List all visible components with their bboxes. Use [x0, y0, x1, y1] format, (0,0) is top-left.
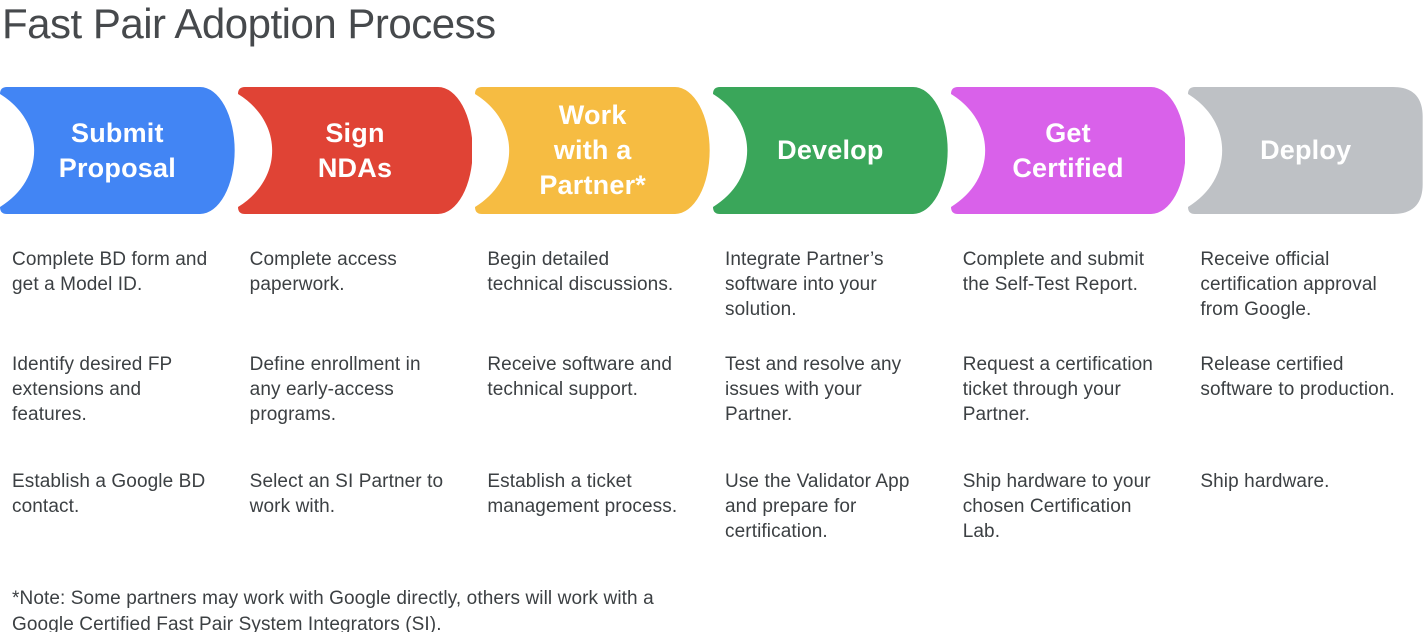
step-description: Request a certification ticket through y…	[962, 354, 1153, 425]
step-submit-proposal: Submit Proposal	[0, 87, 235, 214]
step-ribbon-shape	[475, 87, 711, 214]
descriptions-develop: Integrate Partner’s software into your s…	[713, 247, 948, 586]
step-ribbon-shape	[237, 87, 473, 214]
step-sign-ndas: Sign NDAs	[237, 87, 473, 214]
descriptions-sign-ndas: Complete access paperwork. Define enroll…	[238, 247, 473, 586]
descriptions-deploy: Receive official certification approval …	[1188, 247, 1423, 586]
step-label: Get Certified	[1012, 117, 1124, 183]
step-description: Receive software and technical support.	[487, 354, 673, 400]
footnote: *Note: Some partners may work with Googl…	[12, 588, 654, 632]
step-shape	[950, 87, 1186, 214]
step-ribbon-end-shape	[1188, 87, 1423, 214]
step-description: Ship hardware to your chosen Certificati…	[962, 471, 1151, 542]
step-shape	[1188, 87, 1423, 214]
step-ribbon-shape	[713, 87, 948, 214]
step-label: Sign NDAs	[317, 117, 393, 183]
descriptions-get-certified: Complete and submit the Self-Test Report…	[951, 247, 1186, 586]
step-description: Use the Validator App and prepare for ce…	[725, 471, 910, 542]
step-develop: Develop	[713, 87, 948, 214]
step-description: Complete access paperwork.	[249, 249, 397, 295]
step-label: Submit Proposal	[58, 117, 176, 183]
step-description: Complete BD form and get a Model ID.	[12, 249, 208, 295]
step-deploy: Deploy	[1188, 87, 1423, 214]
descriptions-work-with-partner: Begin detailed technical discussions. Re…	[475, 247, 710, 586]
step-label: Develop	[777, 135, 884, 165]
step-description: Test and resolve any issues with your Pa…	[725, 354, 902, 425]
step-description: Select an SI Partner to work with.	[249, 471, 444, 517]
step-shape	[713, 87, 948, 214]
step-description: Begin detailed technical discussions.	[487, 249, 674, 295]
page-title: Fast Pair Adoption Process	[2, 0, 496, 47]
step-description: Integrate Partner’s software into your s…	[725, 249, 884, 320]
step-shape	[237, 87, 473, 214]
step-description: Define enrollment in any early-access pr…	[249, 354, 421, 425]
step-ribbon-shape	[950, 87, 1186, 214]
step-description: Establish a Google BD contact.	[12, 471, 206, 517]
step-label: Work with a Partner*	[539, 100, 646, 200]
process-steps-row: Submit Proposal Sign NDAs Work with a Pa…	[0, 87, 1423, 214]
step-description: Complete and submit the Self-Test Report…	[962, 249, 1145, 295]
step-description: Establish a ticket management process.	[487, 471, 678, 517]
step-label: Deploy	[1260, 135, 1352, 165]
step-descriptions-row: Complete BD form and get a Model ID. Ide…	[0, 247, 1423, 586]
step-get-certified: Get Certified	[950, 87, 1186, 214]
step-shape	[475, 87, 711, 214]
step-description: Release certified software to production…	[1200, 354, 1395, 400]
step-ribbon-shape	[0, 87, 235, 214]
step-description: Ship hardware.	[1200, 471, 1330, 492]
step-description: Identify desired FP extensions and featu…	[12, 354, 172, 425]
step-shape	[0, 87, 235, 214]
descriptions-submit-proposal: Complete BD form and get a Model ID. Ide…	[0, 247, 235, 586]
step-work-with-partner: Work with a Partner*	[475, 87, 711, 214]
step-description: Receive official certification approval …	[1200, 249, 1377, 320]
